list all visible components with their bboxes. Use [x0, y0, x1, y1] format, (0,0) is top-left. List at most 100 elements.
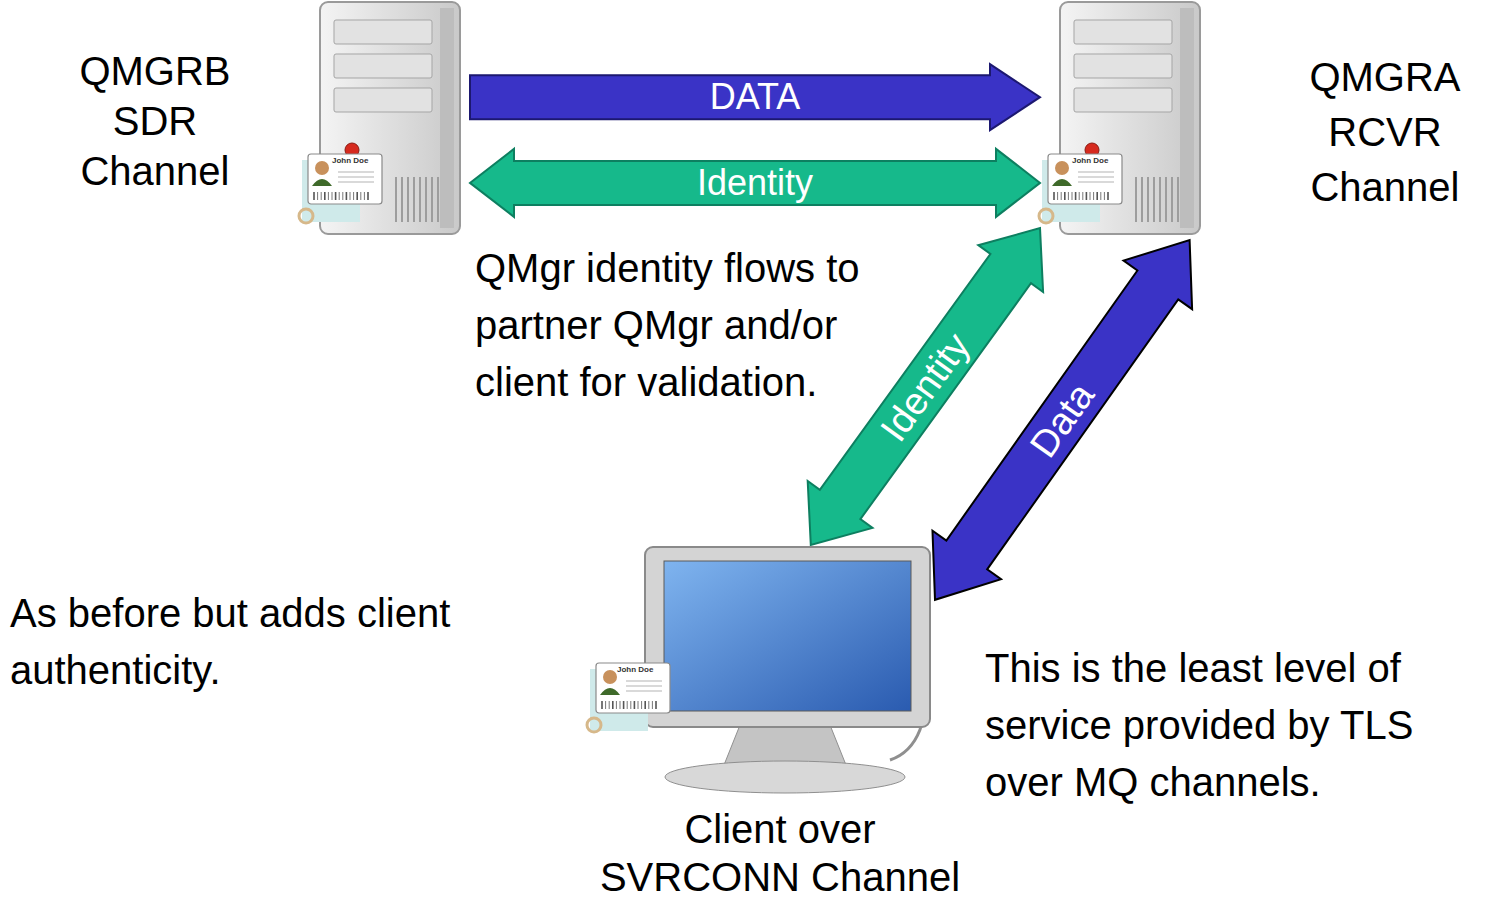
monitor-base [665, 761, 905, 793]
barcode-stroke [648, 701, 649, 709]
barcode-stroke [1086, 192, 1088, 200]
vent-slot [1135, 177, 1137, 222]
card-body [312, 179, 332, 186]
server-side [440, 8, 454, 228]
drive-bay [1074, 88, 1172, 112]
card-line [1078, 171, 1114, 173]
barcode-stroke [356, 192, 358, 200]
barcode-stroke [1072, 192, 1073, 200]
barcode-stroke [1096, 192, 1098, 200]
barcode-stroke [1100, 192, 1101, 200]
barcode-stroke [652, 701, 653, 709]
card-body [1052, 179, 1072, 186]
card-name: John Doe [332, 156, 382, 166]
card-line [1078, 176, 1114, 178]
vent-slot [407, 177, 409, 222]
card-face [1055, 161, 1069, 175]
card-line [1078, 181, 1114, 183]
barcode-stroke [616, 701, 617, 709]
barcode-stroke [317, 192, 318, 200]
barcode-stroke [638, 701, 639, 709]
barcode-stroke [1079, 192, 1080, 200]
scroll-curl [587, 718, 601, 732]
barcode-stroke [1104, 192, 1105, 200]
drive-bay [334, 54, 432, 78]
card-line [626, 690, 662, 692]
scroll-curl [299, 209, 313, 223]
vent-slot [1165, 177, 1167, 222]
barcode-stroke [364, 192, 365, 200]
barcode-stroke [1061, 192, 1062, 200]
arrow-label: Identity [697, 165, 813, 201]
data-arrow [470, 64, 1040, 130]
vent-slot [1159, 177, 1161, 222]
barcode-stroke [1093, 192, 1094, 200]
card-line [626, 685, 662, 687]
scroll-curl [1039, 209, 1053, 223]
monitor-screen [664, 561, 911, 711]
drive-bay [1074, 54, 1172, 78]
barcode-stroke [353, 192, 354, 200]
drive-bay [1074, 20, 1172, 44]
node-label: QMGRB SDR Channel [55, 46, 255, 196]
barcode-stroke [601, 701, 603, 709]
barcode-stroke [1068, 192, 1069, 200]
vent-slot [425, 177, 427, 222]
card-line [338, 171, 374, 173]
barcode-stroke [634, 701, 636, 709]
vent-slot [401, 177, 403, 222]
card-line [338, 176, 374, 178]
card-name: John Doe [617, 665, 667, 675]
server-icon [300, 2, 470, 240]
server-node: QMGRA RCVR Channel [1040, 2, 1210, 240]
barcode-stroke [346, 192, 348, 200]
barcode-stroke [627, 701, 628, 709]
server-node: QMGRB SDR Channel [300, 2, 470, 240]
drive-bay [334, 20, 432, 44]
barcode-stroke [1075, 192, 1077, 200]
note-text: QMgr identity flows to partner QMgr and/… [475, 240, 915, 411]
node-label: QMGRA RCVR Channel [1285, 50, 1485, 215]
barcode-stroke [1090, 192, 1091, 200]
vent-slot [1147, 177, 1149, 222]
id-card [596, 663, 670, 713]
barcode-stroke [367, 192, 369, 200]
barcode-stroke [623, 701, 625, 709]
barcode-stroke [644, 701, 646, 709]
barcode-stroke [360, 192, 361, 200]
vent-slot [431, 177, 433, 222]
vent-slot [1153, 177, 1155, 222]
barcode-stroke [609, 701, 610, 709]
vent-slot [1171, 177, 1173, 222]
note-text: This is the least level of service provi… [985, 640, 1500, 811]
barcode-stroke [335, 192, 337, 200]
barcode-stroke [641, 701, 642, 709]
card-face [315, 161, 329, 175]
identity-arrow [470, 149, 1040, 217]
barcode-stroke [1082, 192, 1083, 200]
card-face [603, 670, 617, 684]
arrow-label: DATA [710, 79, 801, 115]
barcode-stroke [324, 192, 326, 200]
vent-slot [413, 177, 415, 222]
barcode-stroke [332, 192, 333, 200]
card-line [626, 680, 662, 682]
barcode-stroke [1053, 192, 1055, 200]
vent-slot [419, 177, 421, 222]
node-label: Client over SVRCONN Channel [580, 805, 980, 901]
barcode-stroke [339, 192, 340, 200]
id-card [308, 154, 382, 204]
barcode-stroke [1057, 192, 1058, 200]
barcode-stroke [321, 192, 322, 200]
vent-slot [1141, 177, 1143, 222]
server-side [1180, 8, 1194, 228]
barcode-stroke [655, 701, 657, 709]
data-arrow [932, 240, 1192, 600]
card-name: John Doe [1072, 156, 1122, 166]
server-icon [1040, 2, 1210, 240]
vent-slot [1177, 177, 1179, 222]
id-card [1048, 154, 1122, 204]
barcode-stroke [620, 701, 621, 709]
barcode-stroke [350, 192, 351, 200]
